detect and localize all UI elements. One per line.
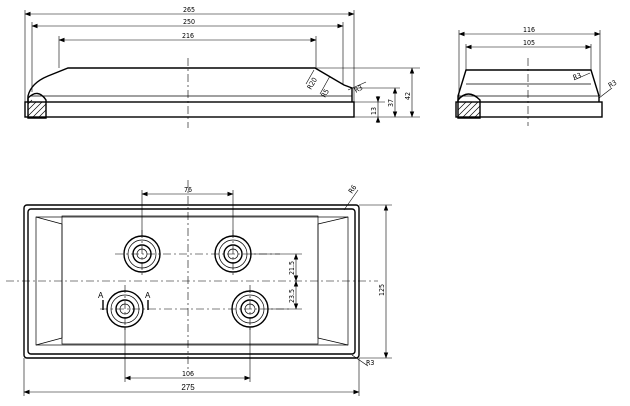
outer-outline [23,204,360,359]
hatched-section-side [457,93,481,119]
radius-mid: R5 [320,88,331,99]
second-outline [27,208,356,355]
section-marker-left: A [98,291,104,300]
radius-big: R20 [306,76,319,91]
radius-small: R3 [353,84,364,95]
side-radius-b: R3 [607,79,618,90]
section-marker-right: A [145,291,151,300]
dim-overall-length: 275 [181,383,195,392]
dim-base-height: 13 [370,107,378,115]
side-dim-width: 116 [523,26,535,34]
side-base-plate [455,101,603,118]
dim-vertical-upper: 21.5 [288,261,296,275]
dim-hole-spacing-bottom: 106 [182,370,194,378]
corner-radius-top: R6 [347,184,358,195]
side-body-profile [457,69,600,102]
dim-overall-height: 125 [378,284,386,296]
dim-hole-spacing-top: 76 [184,186,192,194]
top-face [61,215,319,345]
dim-body-height: 37 [387,99,395,107]
body-profile [27,67,353,102]
hatched-section-left [27,92,47,119]
top-view: 76 106 275 125 21.5 23.5 A A R6 R3 [6,180,392,396]
corner-radius-bottom: R3 [366,359,374,367]
base-plate [24,101,355,118]
dim-vertical-lower: 23.5 [288,289,296,303]
side-radius-a: R3 [572,71,583,81]
dim-total-height: 42 [404,92,412,100]
dim-top-width: 216 [182,32,194,40]
side-dim-top: 105 [523,39,535,47]
dim-overall-width: 265 [183,6,195,14]
front-view: 265 250 216 42 37 13 R20 R5 R3 [24,6,420,128]
dim-upper-width: 250 [183,18,195,26]
side-view: 116 105 R3 R3 [455,26,618,126]
